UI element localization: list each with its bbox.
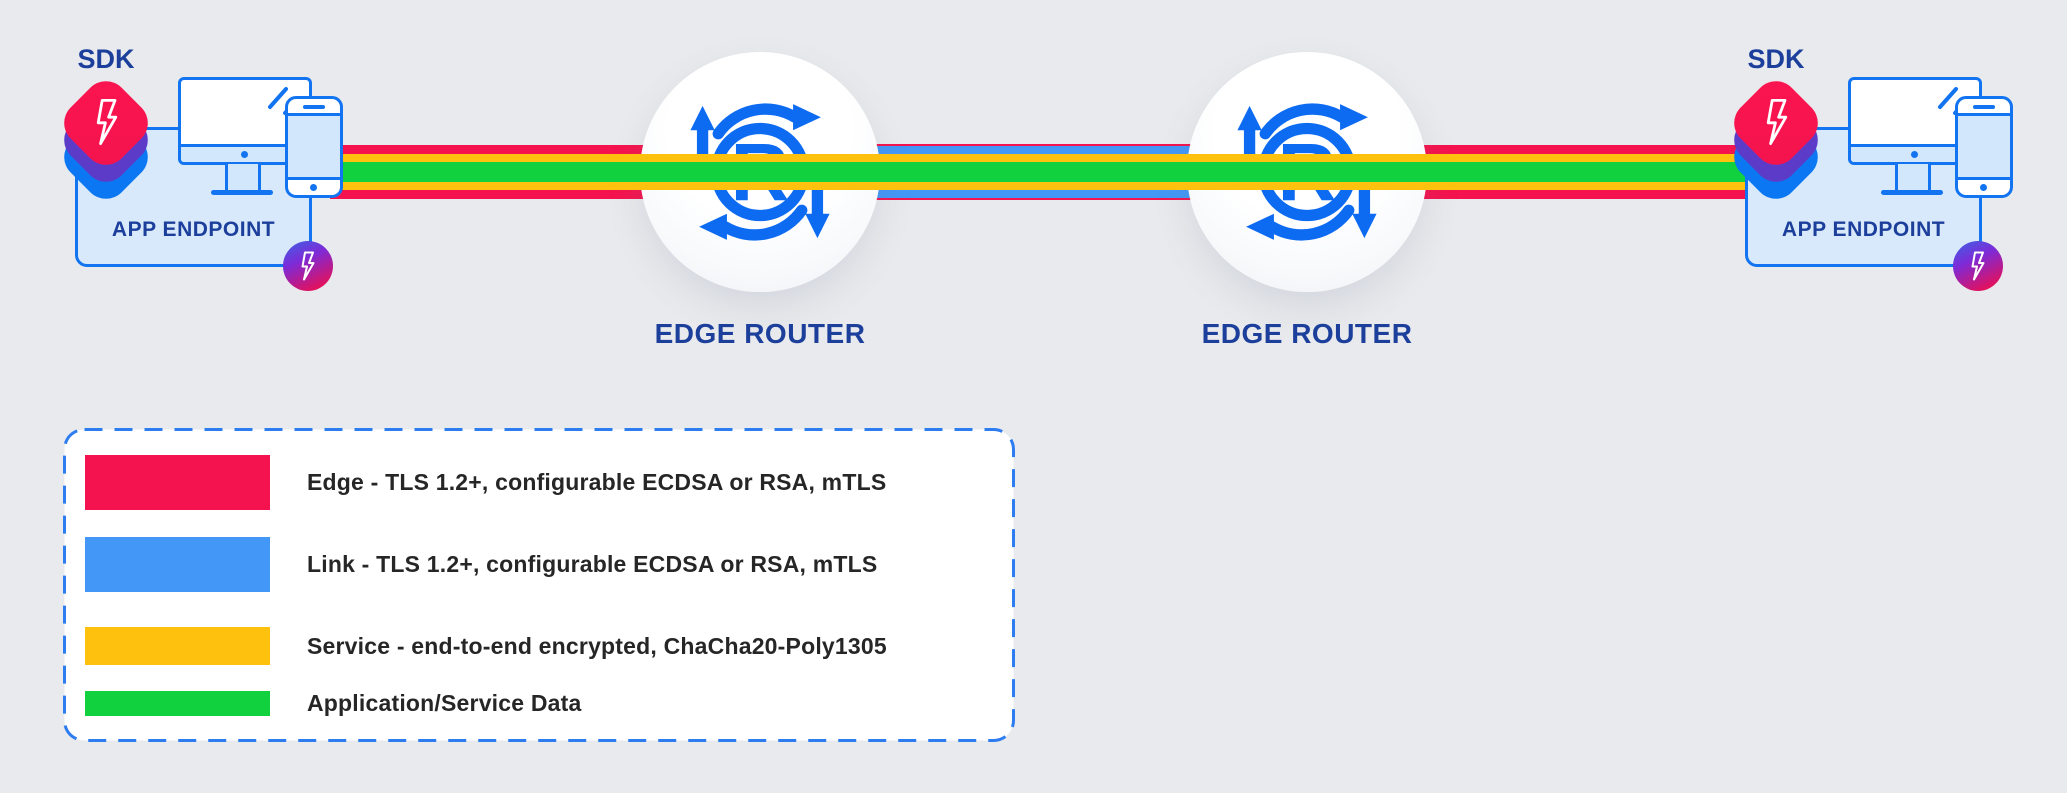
phone-speaker: [303, 105, 325, 109]
service-stripe-bottom: [330, 182, 1750, 190]
edge-stripe-left-bottom: [330, 190, 760, 199]
phone-home-button: [1980, 184, 1987, 191]
edge-router-label: EDGE ROUTER: [1201, 318, 1413, 349]
edge-stripe-right-bottom: [1307, 190, 1750, 199]
sdk-stack-icon: [55, 72, 160, 234]
ziti-badge-icon: [283, 241, 333, 291]
phone-speaker: [1973, 105, 1995, 109]
edge-router-label: EDGE ROUTER: [654, 318, 866, 349]
app-endpoint-left: SDK APP ENDPOINT: [55, 40, 356, 305]
arrow-down-head: [1352, 213, 1377, 239]
legend-item-service: Service - end-to-end encrypted, ChaCha20…: [85, 627, 985, 665]
monitor-bezel: [181, 144, 309, 162]
monitor-base: [211, 190, 273, 195]
monitor-button: [1911, 151, 1918, 158]
data-stripe: [330, 162, 1750, 182]
lightning-bolt-icon: [1766, 99, 1788, 145]
arrow-right-head: [1340, 104, 1368, 131]
legend-label-data: Application/Service Data: [307, 690, 582, 716]
legend-label-edge: Edge - TLS 1.2+, configurable ECDSA or R…: [307, 469, 887, 495]
legend-label-link: Link - TLS 1.2+, configurable ECDSA or R…: [307, 551, 878, 577]
legend-item-edge: Edge - TLS 1.2+, configurable ECDSA or R…: [85, 455, 985, 510]
legend: Edge - TLS 1.2+, configurable ECDSA or R…: [63, 428, 1015, 742]
arrow-left-head: [699, 213, 727, 240]
app-endpoint-label: APP ENDPOINT: [1781, 218, 1946, 241]
arrow-up-head: [690, 105, 715, 131]
phone-icon: [1955, 96, 2013, 198]
edge-hairline-mid-bottom: [760, 198, 1307, 200]
edge-stripe-left-top: [330, 145, 760, 154]
legend-swatch-service: [85, 627, 270, 665]
app-endpoint-label: APP ENDPOINT: [111, 218, 276, 241]
service-stripe-top: [330, 154, 1750, 162]
edge-hairline-mid-top: [760, 144, 1307, 146]
lightning-bolt-icon: [301, 251, 315, 281]
lightning-bolt-icon: [1971, 251, 1985, 281]
legend-item-data: Application/Service Data: [85, 690, 985, 716]
ziti-badge-icon: [1953, 241, 2003, 291]
phone-icon: [285, 96, 343, 198]
legend-swatch-data: [85, 691, 270, 716]
arrow-up-head: [1237, 105, 1262, 131]
legend-swatch-edge: [85, 455, 270, 510]
monitor-bezel: [1851, 144, 1979, 162]
edge-stripe-right-top: [1307, 145, 1750, 154]
monitor-base: [1881, 190, 1943, 195]
monitor-stand: [1895, 164, 1931, 195]
legend-label-service: Service - end-to-end encrypted, ChaCha20…: [307, 632, 887, 659]
arrow-down-head: [805, 213, 830, 239]
link-stripe-bottom: [760, 190, 1307, 198]
phone-screen: [1958, 113, 2010, 180]
arrow-left-head: [1246, 213, 1274, 240]
legend-swatch-link: [85, 537, 270, 592]
legend-border: [63, 428, 1015, 742]
sdk-stack-icon: [1725, 72, 1830, 234]
arrow-right-head: [793, 104, 821, 131]
legend-item-link: Link - TLS 1.2+, configurable ECDSA or R…: [85, 537, 985, 592]
sdk-label: SDK: [1747, 44, 1805, 74]
phone-home-button: [310, 184, 317, 191]
link-stripe-top: [760, 146, 1307, 154]
app-endpoint-right: SDK APP ENDPOINT: [1725, 40, 2026, 305]
monitor-button: [241, 151, 248, 158]
lightning-bolt-icon: [96, 99, 118, 145]
sdk-label: SDK: [77, 44, 135, 74]
phone-screen: [288, 113, 340, 180]
